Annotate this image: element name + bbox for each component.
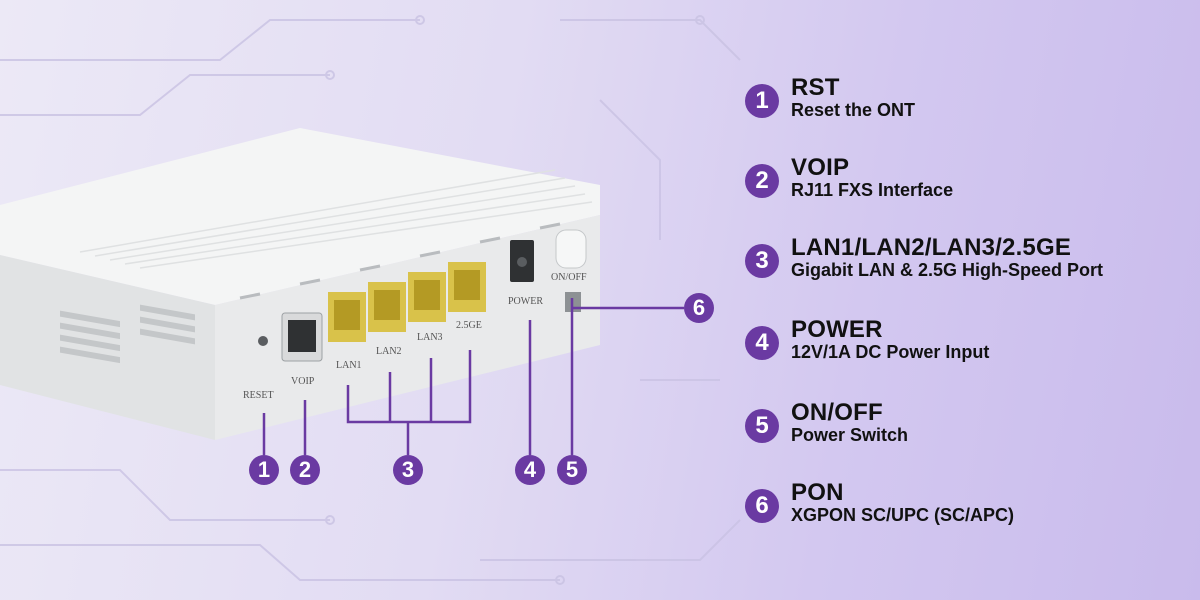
legend-number-badge: 2 xyxy=(745,164,779,198)
onoff-label: ON/OFF xyxy=(551,272,587,283)
voip-label: VOIP xyxy=(291,376,315,387)
legend-number-badge: 5 xyxy=(745,409,779,443)
legend-item-lan: 3 LAN1/LAN2/LAN3/2.5GE Gigabit LAN & 2.5… xyxy=(745,234,1185,298)
legend-title: ON/OFF xyxy=(791,399,883,426)
legend-description: 12V/1A DC Power Input xyxy=(791,342,990,362)
legend-description: Gigabit LAN & 2.5G High-Speed Port xyxy=(791,260,1104,280)
callout-1-badge: 1 xyxy=(249,455,279,485)
reset-label: RESET xyxy=(243,390,274,401)
legend-item-power: 4 POWER 12V/1A DC Power Input xyxy=(745,316,1185,380)
legend-title: PON xyxy=(791,479,844,506)
legend-item-pon: 6 PON XGPON SC/UPC (SC/APC) xyxy=(745,479,1185,543)
callout-4-badge: 4 xyxy=(515,455,545,485)
callout-lines xyxy=(262,298,684,455)
legend-title: RST xyxy=(791,74,840,101)
onoff-switch xyxy=(555,229,587,269)
legend-item-onoff: 5 ON/OFF Power Switch xyxy=(745,399,1185,463)
legend-title: POWER xyxy=(791,316,883,343)
legend-description: Reset the ONT xyxy=(791,100,916,120)
callout-5-badge: 5 xyxy=(557,455,587,485)
lan3-label: LAN3 xyxy=(417,332,443,343)
lan-ports xyxy=(328,262,486,342)
callout-2-badge: 2 xyxy=(290,455,320,485)
power-label: POWER xyxy=(508,296,543,307)
callout-3-badge: 3 xyxy=(393,455,423,485)
circuit-background xyxy=(0,15,741,585)
legend-number-badge: 1 xyxy=(745,84,779,118)
legend-item-rst: 1 RST Reset the ONT xyxy=(745,74,1185,138)
reset-button-hole xyxy=(258,336,268,346)
legend-item-voip: 2 VOIP RJ11 FXS Interface xyxy=(745,154,1185,218)
legend-number-badge: 6 xyxy=(745,489,779,523)
legend-number-badge: 3 xyxy=(745,244,779,278)
ge25-label: 2.5GE xyxy=(456,320,482,331)
lan1-label: LAN1 xyxy=(336,360,362,371)
legend-description: Power Switch xyxy=(791,425,909,445)
device-front-panel xyxy=(215,215,600,440)
legend-description: XGPON SC/UPC (SC/APC) xyxy=(791,505,1015,525)
ont-device xyxy=(0,128,600,440)
legend-title: LAN1/LAN2/LAN3/2.5GE xyxy=(791,234,1072,261)
lan2-label: LAN2 xyxy=(376,346,402,357)
legend-number-badge: 4 xyxy=(745,326,779,360)
legend-title: VOIP xyxy=(791,154,850,181)
callout-6-badge: 6 xyxy=(684,293,714,323)
legend-description: RJ11 FXS Interface xyxy=(791,180,954,200)
